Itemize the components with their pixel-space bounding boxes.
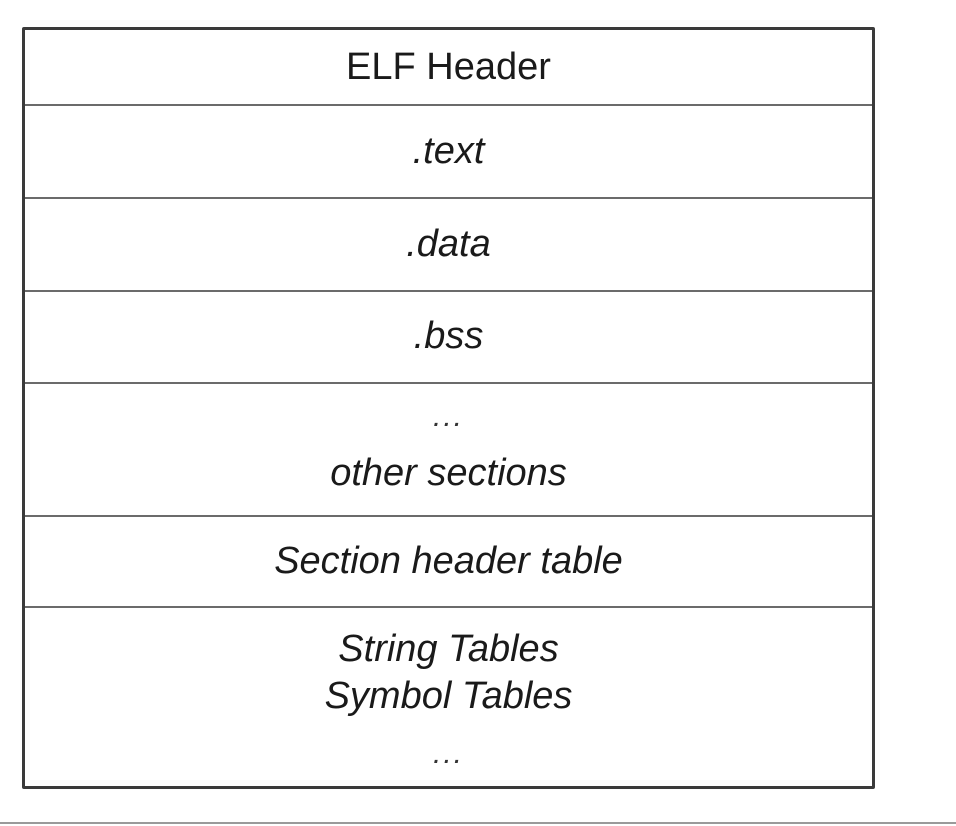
elf-layout-diagram: ELF Header .text .data .bss ... other se… <box>22 27 875 789</box>
row-label: other sections <box>330 451 567 494</box>
row-label: ELF Header <box>346 46 551 89</box>
row-bss-section: .bss <box>25 292 872 384</box>
row-text-section: .text <box>25 106 872 199</box>
row-section-header-table: Section header table <box>25 517 872 608</box>
row-ellipsis: ... <box>432 399 464 433</box>
row-elf-header: ELF Header <box>25 30 872 106</box>
row-label: .data <box>406 222 491 265</box>
row-data-section: .data <box>25 199 872 292</box>
row-other-sections: ... other sections <box>25 384 872 517</box>
row-ellipsis: ... <box>432 736 464 770</box>
row-label: Section header table <box>274 539 623 582</box>
bottom-divider-line <box>0 822 956 824</box>
row-label-string-tables: String Tables <box>338 627 559 670</box>
row-label-symbol-tables: Symbol Tables <box>324 675 573 717</box>
row-label: .bss <box>413 315 484 358</box>
row-string-symbol-tables: String Tables Symbol Tables ... <box>25 608 872 786</box>
row-label: .text <box>412 129 485 172</box>
